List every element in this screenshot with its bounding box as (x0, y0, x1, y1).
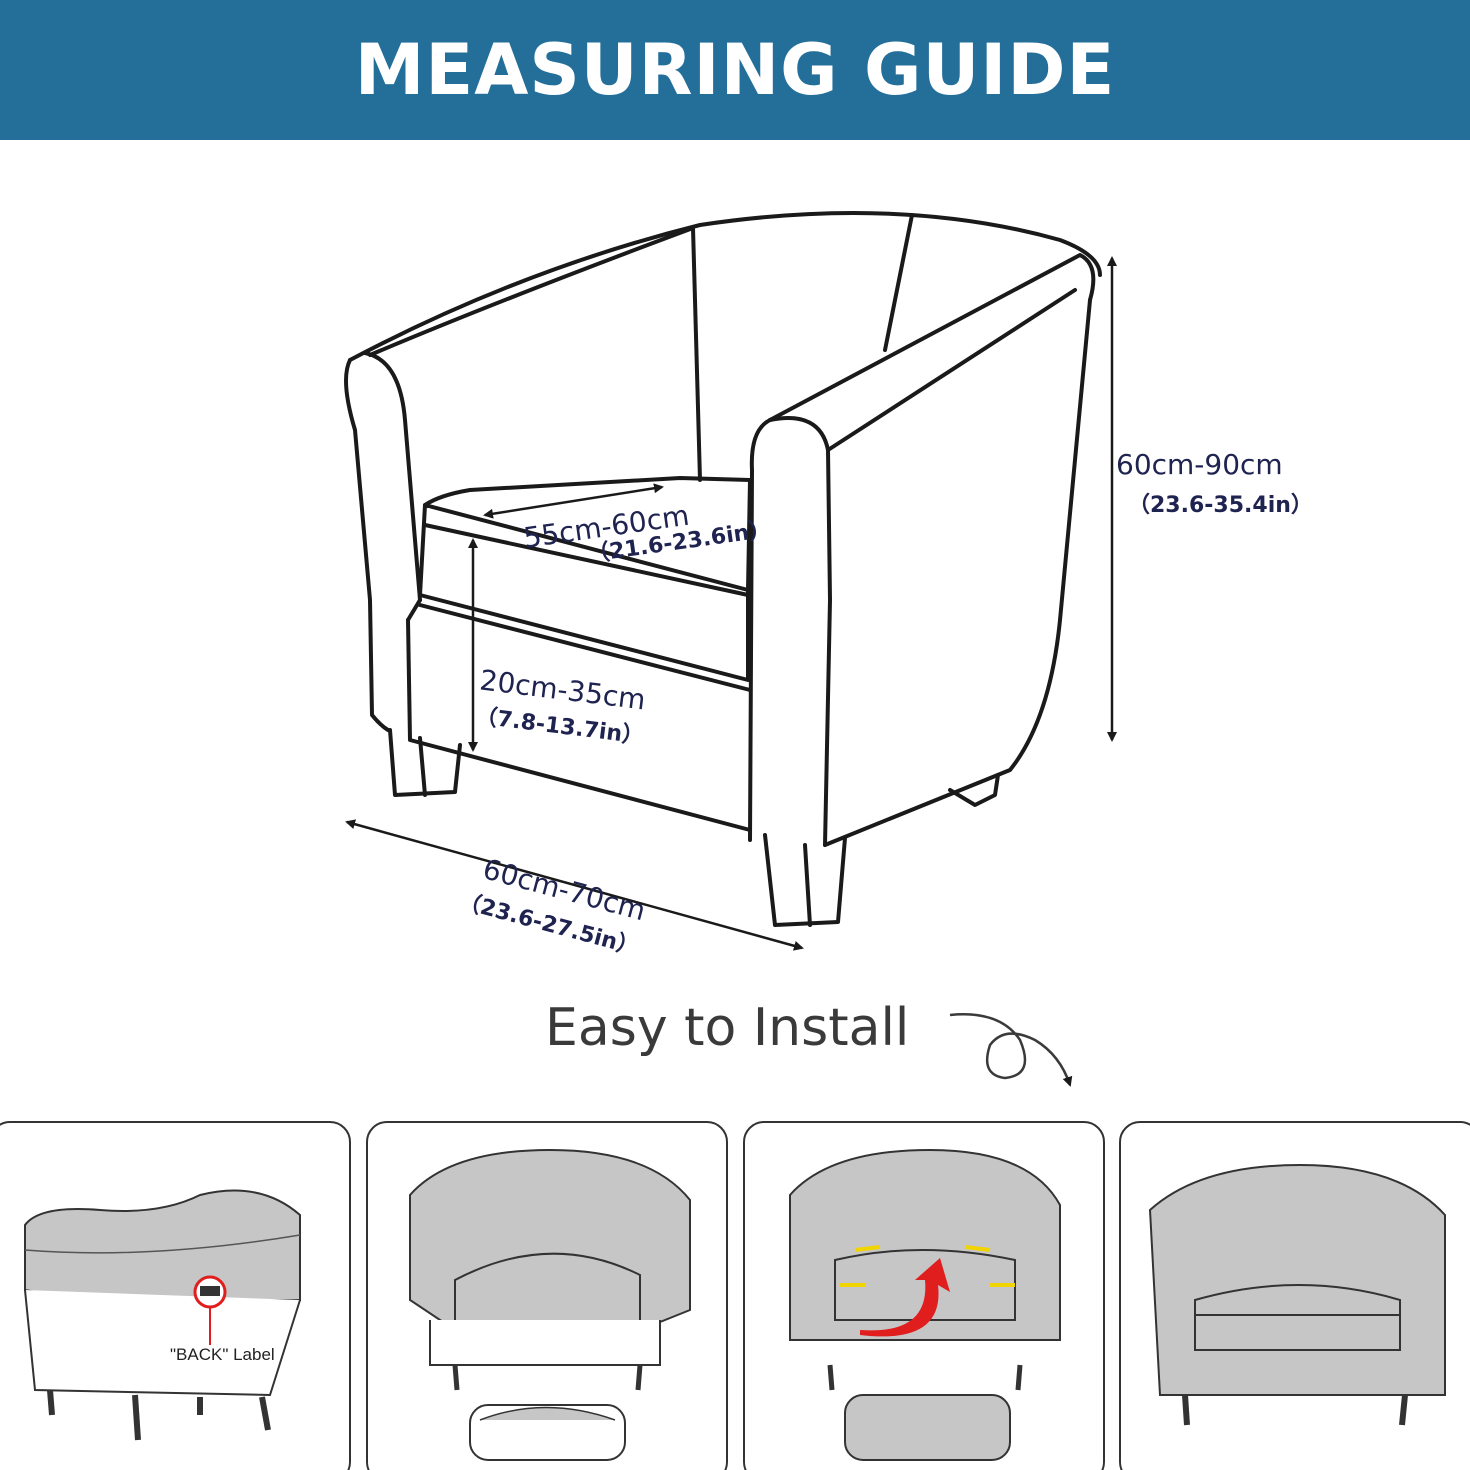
page-title: MEASURING GUIDE (354, 29, 1116, 111)
install-title: Easy to Install (545, 998, 909, 1058)
red-curve-arrow-icon (860, 1258, 950, 1337)
seat-height-label: 20cm-35cm （7.8-13.7in） (474, 663, 648, 749)
chair-illustration (344, 211, 1102, 927)
total-height-cm: 60cm-90cm (1116, 448, 1283, 481)
arrow-seat-width (483, 483, 664, 519)
step-panel-2 (366, 1121, 728, 1470)
yellow-arrows-icon (840, 1245, 1015, 1287)
curly-arrow-icon (949, 1013, 1073, 1087)
back-label-text: "BACK" Label (170, 1345, 275, 1364)
step-panel-4 (1119, 1121, 1470, 1470)
total-height-label: 60cm-90cm （23.6-35.4in） (1116, 448, 1313, 518)
arrow-total-width (345, 819, 804, 951)
measuring-diagram: 55cm-60cm （21.6-23.6in） 20cm-35cm （7.8-1… (0, 211, 1470, 1470)
step-panel-3 (743, 1121, 1105, 1470)
total-height-in: （23.6-35.4in） (1128, 493, 1313, 518)
total-width-label: 60cm-70cm （23.6-27.5in） (456, 852, 649, 961)
step-panel-1: "BACK" Label (0, 1121, 351, 1470)
header-banner: MEASURING GUIDE (0, 0, 1470, 140)
measurement-arrows (345, 256, 1117, 951)
